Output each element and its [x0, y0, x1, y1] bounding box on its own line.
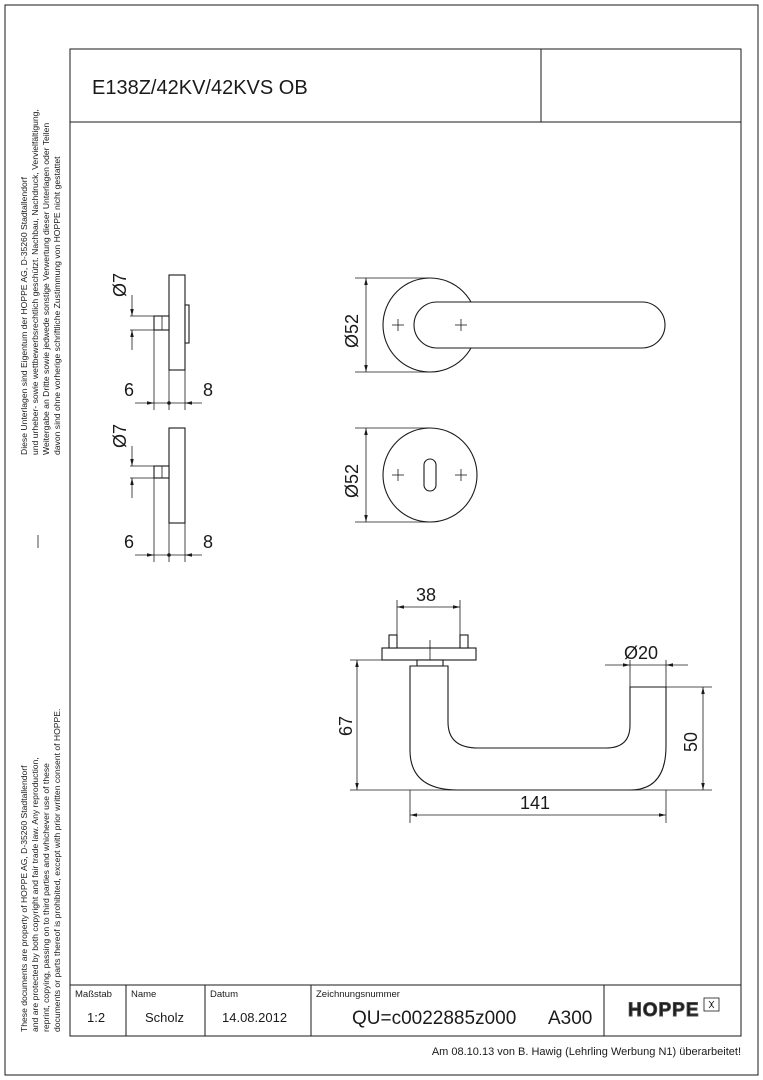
front-view-lever: Ø52: [342, 277, 666, 373]
scale-value: 1:2: [87, 1010, 105, 1025]
drawing-title: E138Z/42KV/42KVS OB: [92, 77, 308, 99]
legal-notice-german: Diese Unterlagen sind Eigentum der HOPPE…: [19, 109, 62, 455]
name-label: Name: [131, 989, 156, 1000]
dim-height: 67: [336, 716, 356, 736]
dim-side-bottom-left: 6: [124, 532, 134, 552]
drawing-number-label: Zeichnungsnummer: [316, 989, 400, 1000]
dim-length: 141: [520, 793, 550, 813]
side-view-lever: Ø7 6 8: [110, 273, 213, 410]
dim-projection: 50: [681, 732, 701, 752]
svg-text:und urheber- sowie wettbewerbs: und urheber- sowie wettbewerbsrechtlich …: [30, 109, 40, 455]
dim-escutcheon-diameter: Ø52: [342, 464, 362, 498]
name-value: Scholz: [145, 1010, 184, 1025]
dim-rose-diameter: Ø52: [342, 314, 362, 348]
legal-notice-english: These documents are property of HOPPE AG…: [19, 709, 62, 1032]
title-block: Maßstab 1:2 Name Scholz Datum 14.08.2012…: [70, 984, 741, 1036]
scale-label: Maßstab: [75, 989, 112, 1000]
date-value: 14.08.2012: [222, 1010, 287, 1025]
dim-side-top-right: 8: [203, 380, 213, 400]
dim-side-bottom-diameter: Ø7: [110, 424, 130, 448]
svg-text:These documents are property o: These documents are property of HOPPE AG…: [19, 765, 29, 1032]
drawing-number-value: QU=c0022885z000: [352, 1008, 516, 1029]
svg-text:davon sind ohne vorherige schr: davon sind ohne vorherige schriftliche Z…: [52, 156, 62, 455]
dim-side-top-left: 6: [124, 380, 134, 400]
dim-side-top-diameter: Ø7: [110, 273, 130, 297]
front-view-escutcheon: Ø52: [342, 427, 478, 523]
svg-text:reprint, copying, passing on t: reprint, copying, passing on to third pa…: [41, 763, 51, 1032]
side-view-escutcheon: Ø7 6 8: [110, 424, 213, 562]
date-label: Datum: [210, 989, 238, 1000]
dim-grip-diameter: Ø20: [624, 643, 658, 663]
dim-top-width: 38: [416, 585, 436, 605]
sheet-frame: [4, 4, 759, 1076]
svg-text:Weitergabe an Dritte sowie jed: Weitergabe an Dritte sowie jedwede sonst…: [41, 123, 51, 455]
revision-note: Am 08.10.13 von B. Hawig (Lehrling Werbu…: [431, 1046, 741, 1058]
drawing-frame: [69, 48, 742, 1037]
top-view-lever: 38 Ø20 67 50 141: [336, 585, 712, 823]
drawing-format: A300: [548, 1008, 592, 1029]
hoppe-logo: HOPPE: [628, 1000, 700, 1021]
svg-text:and are protected by both copy: and are protected by both copyright and …: [30, 757, 40, 1032]
svg-text:Diese Unterlagen sind Eigentum: Diese Unterlagen sind Eigentum der HOPPE…: [19, 176, 29, 455]
dim-side-bottom-right: 8: [203, 532, 213, 552]
svg-text:documents or parts thereof is: documents or parts thereof is prohibited…: [52, 709, 62, 1032]
